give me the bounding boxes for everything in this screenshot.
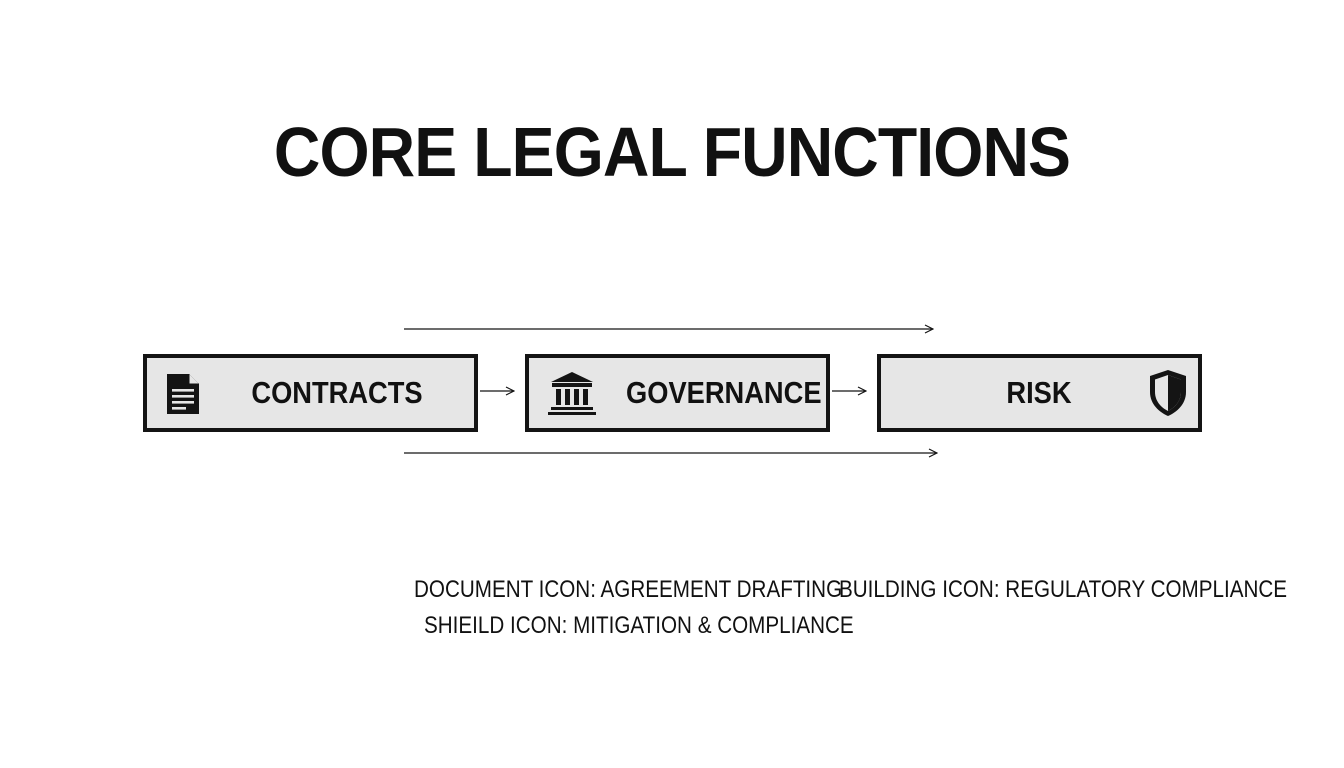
contracts-box: CONTRACTS [143, 354, 478, 432]
risk-label: RISK [1006, 375, 1072, 410]
legend-shield: SHIEILD ICON: MITIGATION & COMPLIANCE [424, 612, 854, 639]
risk-box: RISK [877, 354, 1202, 432]
legend-document: DOCUMENT ICON: AGREEMENT DRAFTING [414, 576, 843, 603]
document-icon [167, 374, 199, 414]
diagram-title: CORE LEGAL FUNCTIONS [273, 113, 1071, 191]
governance-label: GOVERNANCE [626, 375, 822, 410]
building-icon [548, 372, 596, 415]
shield-icon [1150, 370, 1186, 416]
contracts-label: CONTRACTS [251, 375, 423, 410]
governance-box: GOVERNANCE [525, 354, 830, 432]
legend-building: BUILDING ICON: REGULATORY COMPLIANCE [839, 576, 1288, 603]
